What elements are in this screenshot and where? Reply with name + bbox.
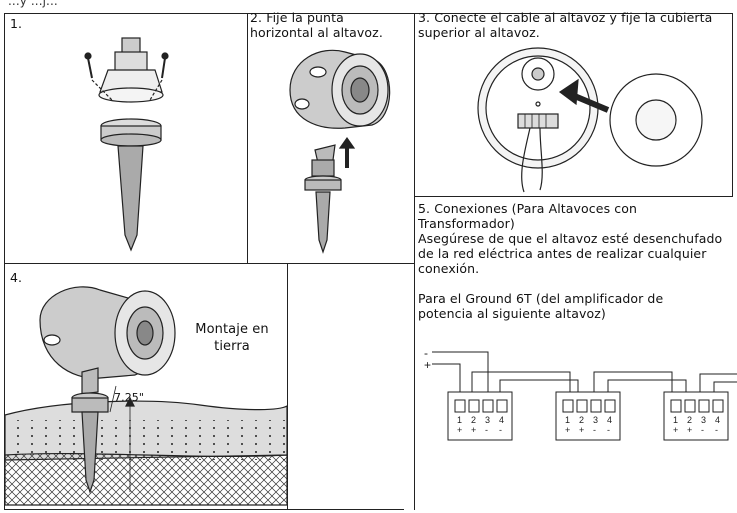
step3-label: 3. Conecte el cable al altavoz y fije la… bbox=[418, 10, 713, 40]
terminal-number: 4 bbox=[499, 415, 504, 425]
step2-speaker-illustration bbox=[289, 49, 391, 254]
terminal-sign: - bbox=[593, 425, 596, 435]
step3-cover-illustration bbox=[477, 47, 703, 193]
terminal-number: 2 bbox=[687, 415, 692, 425]
terminal-number: 3 bbox=[485, 415, 490, 425]
terminal-number: 4 bbox=[715, 415, 720, 425]
step5-title: 5. Conexiones (Para Altavoces con Transf… bbox=[418, 201, 637, 231]
terminal-number: 1 bbox=[565, 415, 570, 425]
panel-border-right-top bbox=[732, 13, 733, 197]
panel-border-top bbox=[4, 13, 732, 14]
terminal-number: 3 bbox=[593, 415, 598, 425]
panel-divider-h-left bbox=[4, 263, 415, 264]
terminal-sign: + bbox=[471, 425, 476, 435]
terminal-sign: - bbox=[499, 425, 502, 435]
terminal-sign: + bbox=[687, 425, 692, 435]
terminal-sign: - bbox=[701, 425, 704, 435]
step4-ground-illustration bbox=[4, 286, 288, 506]
terminal-labels: - + 1 2 3 4 + + - - 1 2 3 4 + + - - 1 2 … bbox=[424, 346, 720, 435]
page-header-partial: ...y ...j... bbox=[8, 0, 58, 8]
step1-spike-illustration bbox=[84, 37, 169, 252]
terminal-sign: + bbox=[565, 425, 570, 435]
step2-label: 2. Fije la punta horizontal al altavoz. bbox=[250, 10, 383, 40]
terminal-sign: + bbox=[673, 425, 678, 435]
step4-label: 4. bbox=[10, 270, 23, 285]
wire-minus: - bbox=[424, 346, 428, 360]
panel-divider-h-right bbox=[414, 196, 733, 197]
panel-border-left bbox=[4, 13, 5, 510]
panel-divider-v3 bbox=[287, 264, 288, 510]
panel-divider-v2 bbox=[414, 13, 415, 510]
terminal-number: 2 bbox=[579, 415, 584, 425]
panel-divider-v1 bbox=[247, 13, 248, 263]
terminal-number: 1 bbox=[457, 415, 462, 425]
terminal-sign: + bbox=[579, 425, 584, 435]
wire-plus: + bbox=[424, 358, 431, 372]
terminal-number: 3 bbox=[701, 415, 706, 425]
terminal-sign: - bbox=[485, 425, 488, 435]
terminal-number: 4 bbox=[607, 415, 612, 425]
step5-warning: Asegúrese de que el altavoz esté desench… bbox=[418, 231, 723, 276]
step4-mount-label: Montaje en tierra bbox=[195, 322, 269, 354]
step1-label: 1. bbox=[10, 16, 23, 31]
terminal-number: 2 bbox=[471, 415, 476, 425]
terminal-sign: - bbox=[607, 425, 610, 435]
terminal-sign: + bbox=[457, 425, 462, 435]
terminal-number: 1 bbox=[673, 415, 678, 425]
step5-ground-note: Para el Ground 6T (del amplificador de p… bbox=[418, 291, 664, 321]
step5-wiring-diagram bbox=[432, 351, 737, 441]
terminal-sign: - bbox=[715, 425, 718, 435]
panel-border-bottom bbox=[4, 509, 404, 510]
